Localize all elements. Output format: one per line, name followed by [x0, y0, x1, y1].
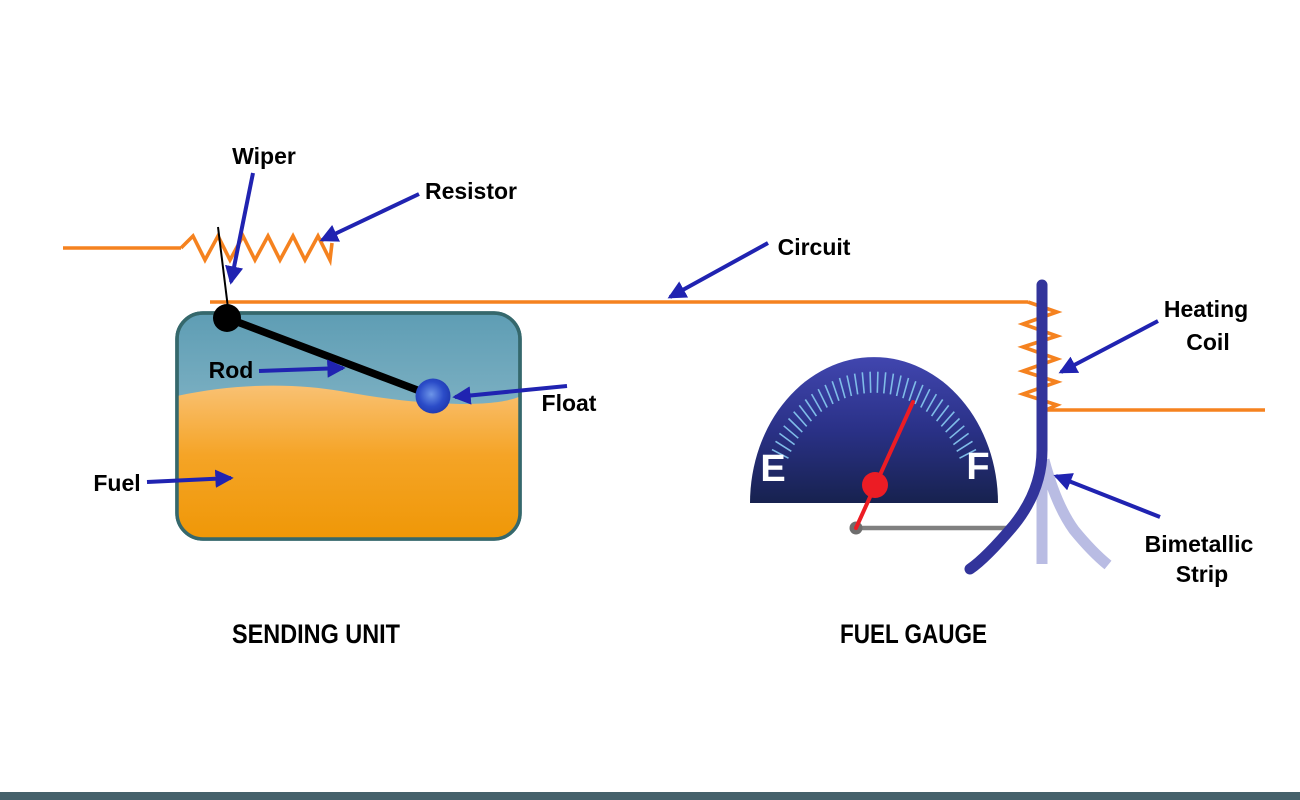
- wiper-label: Wiper: [232, 143, 296, 169]
- gauge-tick: [925, 393, 938, 412]
- gauge-full-label: F: [966, 446, 989, 488]
- sending-unit-title: SENDING UNIT: [232, 619, 400, 649]
- heating-coil-label-line2: Coil: [1186, 329, 1229, 355]
- bimetallic-strip-dark: [964, 279, 1048, 575]
- gauge-ticks: [771, 371, 977, 459]
- float-label: Float: [542, 390, 597, 416]
- gauge-tick: [920, 388, 931, 408]
- fuel-tank: [175, 311, 522, 541]
- gauge-tick: [935, 404, 950, 422]
- heating-coil-arrow: [1058, 319, 1159, 374]
- bimetallic-strip-arrow: [1053, 473, 1161, 519]
- gauge-tick: [831, 380, 840, 402]
- resistor-arrow: [319, 192, 420, 242]
- heating-coil: [1017, 300, 1063, 412]
- gauge-tick: [778, 432, 796, 446]
- gauge-tick: [838, 377, 846, 399]
- gauge-tick: [930, 399, 944, 417]
- gauge-tick: [783, 425, 799, 439]
- gauge-tick: [908, 380, 917, 402]
- fuel-label: Fuel: [93, 470, 140, 496]
- gauge-dome: [750, 357, 998, 503]
- gauge-tick: [895, 375, 902, 397]
- gauge-tick: [824, 384, 834, 405]
- gauge-tick: [889, 373, 895, 395]
- wiper-pivot-dot: [213, 304, 241, 332]
- gauge-tick: [787, 417, 803, 433]
- bottom-bar: [0, 792, 1300, 800]
- gauge-tick: [949, 425, 965, 439]
- fuel-surface: [177, 385, 520, 539]
- gauge-tick: [810, 393, 823, 412]
- rod-arrow: [258, 359, 346, 378]
- rod-line: [223, 314, 437, 400]
- circuit-wiring: [63, 232, 1265, 412]
- bimetallic-label-line2: Strip: [1176, 561, 1228, 587]
- needle-hub: [862, 472, 888, 498]
- fuel-gauge-title: FUEL GAUGE: [840, 619, 987, 649]
- gauge-tick: [883, 372, 887, 394]
- float-ball: [415, 378, 451, 414]
- gauge-tick: [771, 448, 789, 459]
- gauge-tick: [945, 417, 961, 433]
- wiper-arrow: [225, 172, 255, 285]
- gauge-tick: [914, 384, 924, 405]
- gauge-tick: [775, 440, 792, 452]
- bimetallic-label-line1: Bimetallic: [1145, 531, 1254, 557]
- label-arrows: [146, 172, 1161, 519]
- gauge-tick: [853, 373, 859, 395]
- gauge-tick: [876, 371, 879, 393]
- gauge-tick: [798, 404, 813, 422]
- gauge-tick: [952, 432, 970, 446]
- rod-label: Rod: [209, 357, 254, 383]
- gauge-tick: [940, 411, 955, 427]
- tank-outline: [175, 311, 522, 541]
- fuel-arrow: [146, 469, 234, 488]
- heating-coil-label-line1: Heating: [1164, 296, 1248, 322]
- gauge-tick: [804, 399, 818, 417]
- bimetallic-strip-group: [964, 279, 1112, 575]
- circuit-label: Circuit: [778, 234, 851, 260]
- gauge-empty-label: E: [760, 448, 785, 490]
- wiper-stem-line: [217, 226, 229, 309]
- bimetallic-strip-ghost-right: [1038, 458, 1112, 570]
- gauge-tick: [869, 371, 872, 393]
- gauge-tick: [861, 372, 865, 394]
- resistor-symbol: [179, 232, 334, 267]
- fuel-gauge-dial: E F: [750, 357, 998, 503]
- gauge-tick: [793, 411, 808, 427]
- gauge-tick: [846, 375, 853, 397]
- resistor-label: Resistor: [425, 178, 517, 204]
- gauge-tick: [959, 448, 977, 459]
- circuit-arrow: [667, 241, 769, 299]
- gauge-tick: [956, 440, 973, 452]
- gauge-needle: [854, 400, 915, 530]
- float-arrow: [452, 384, 568, 405]
- gauge-tick: [817, 388, 828, 408]
- gauge-tick: [902, 377, 910, 399]
